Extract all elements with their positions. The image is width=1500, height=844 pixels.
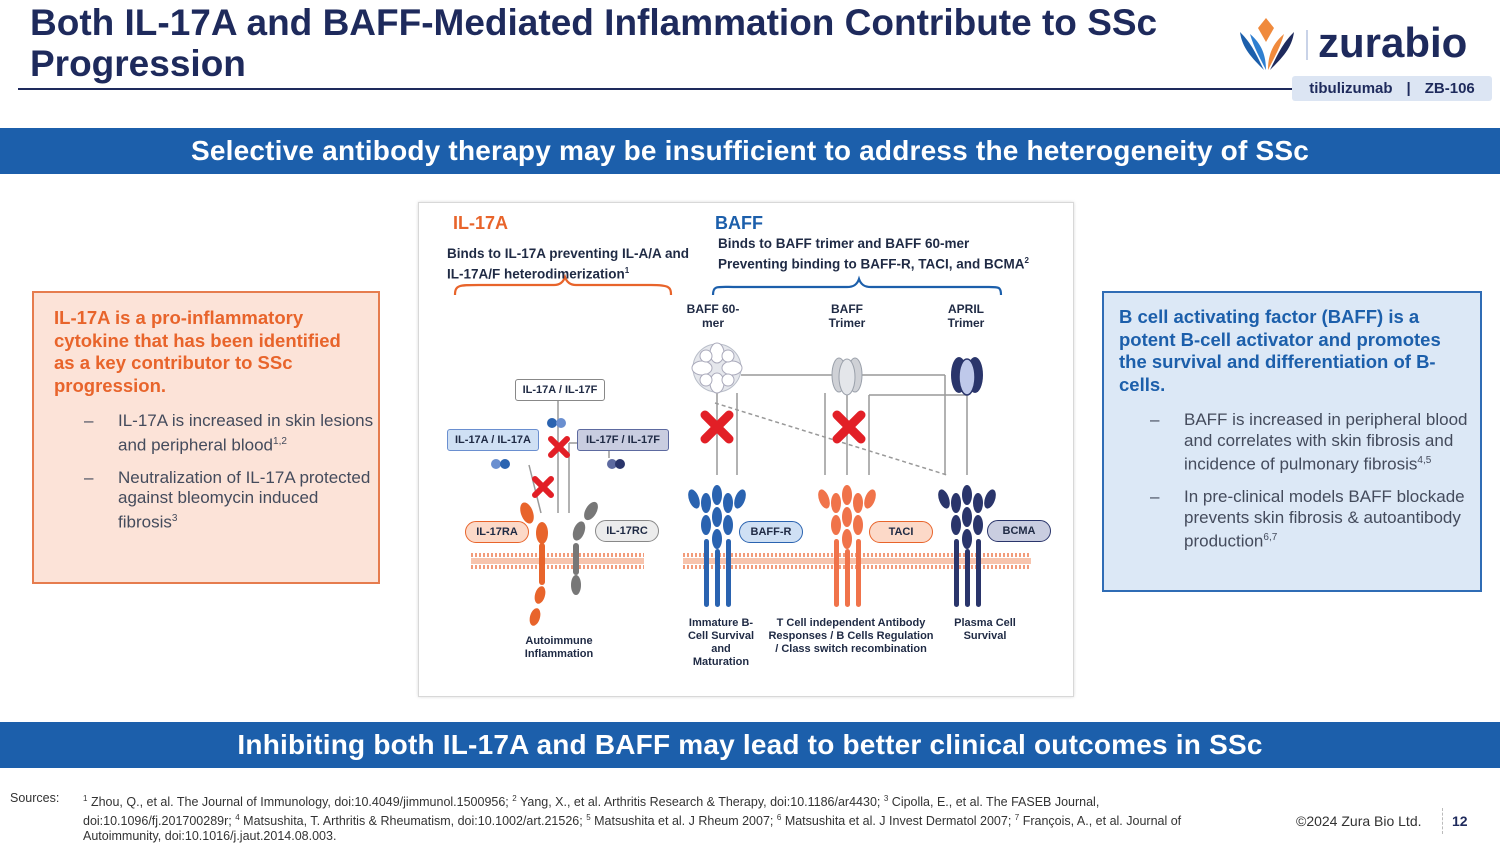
- taci-label: TACI: [869, 521, 933, 543]
- sources-label: Sources:: [10, 791, 60, 805]
- page-title: Both IL-17A and BAFF-Mediated Inflammati…: [30, 2, 1158, 84]
- list-item: –In pre-clinical models BAFF blockade pr…: [1150, 487, 1465, 551]
- il17f-il17f-label: IL-17F / IL-17F: [577, 429, 669, 451]
- baff-60mer-label: BAFF 60-mer: [686, 302, 740, 330]
- il17rc-label: IL-17RC: [595, 520, 659, 542]
- il17a-bullet-list: –IL-17A is increased in skin lesions and…: [54, 411, 374, 545]
- zurabio-logo-icon: [1240, 18, 1294, 70]
- baff-section-description: Binds to BAFF trimer and BAFF 60-mer Pre…: [718, 236, 1029, 272]
- taci-receptor: [818, 485, 876, 607]
- bcma-receptor: [938, 485, 996, 607]
- bcma-label: BCMA: [987, 520, 1051, 542]
- baff-panel-heading: B cell activating factor (BAFF) is a pot…: [1119, 306, 1441, 395]
- baff-trimer-label: BAFF Trimer: [828, 302, 866, 330]
- baff-brace: [711, 275, 1003, 296]
- block-x-icon: [700, 410, 734, 444]
- baff-arrows: [714, 374, 968, 476]
- il17ra-label: IL-17RA: [465, 521, 529, 543]
- il17-membrane: [471, 553, 644, 569]
- april-trimer-label: APRIL Trimer: [947, 302, 985, 330]
- list-item: –Neutralization of IL-17A protected agai…: [84, 467, 371, 532]
- il17a-panel-heading: IL-17A is a pro-inflammatory cytokine th…: [54, 307, 341, 396]
- product-badge: tibulizumab | ZB-106: [1292, 76, 1492, 101]
- product-code: ZB-106: [1424, 80, 1475, 97]
- il17rc-receptor: [571, 501, 598, 595]
- bcma-outcome-label: Plasma Cell Survival: [954, 617, 1016, 642]
- baff-section-title: BAFF: [715, 213, 763, 233]
- il17a-section-title: IL-17A: [453, 213, 509, 233]
- il17a-il17f-label: IL-17A / IL-17F: [515, 379, 605, 401]
- list-item: –BAFF is increased in peripheral blood a…: [1150, 410, 1468, 474]
- il17a-il17a-label: IL-17A / IL-17A: [447, 429, 539, 451]
- il17a-brace: [453, 273, 673, 296]
- il17a-section-description: Binds to IL-17A preventing IL-A/A and IL…: [447, 246, 690, 282]
- product-name: tibulizumab: [1309, 80, 1393, 97]
- bottom-banner: Inhibiting both IL-17A and BAFF may lead…: [0, 722, 1500, 768]
- top-banner: Selective antibody therapy may be insuff…: [0, 128, 1500, 174]
- baff-60mer-molecule: [691, 342, 743, 394]
- baffr-label: BAFF-R: [739, 521, 803, 543]
- baffr-outcome-label: Immature B-Cell Survival and Maturation: [687, 617, 755, 668]
- page-number-separator: [1442, 808, 1444, 834]
- page-number: 12: [1452, 813, 1468, 829]
- april-trimer-molecule: [951, 357, 983, 396]
- mechanism-diagram: IL-17A Binds to IL-17A preventing IL-A/A…: [418, 202, 1074, 697]
- baff-info-panel: B cell activating factor (BAFF) is a pot…: [1102, 291, 1482, 592]
- logo-separator: [1306, 30, 1308, 60]
- il17a-info-panel: IL-17A is a pro-inflammatory cytokine th…: [32, 291, 380, 584]
- list-item: –IL-17A is increased in skin lesions and…: [84, 411, 374, 455]
- baff-trimer-molecule: [831, 357, 863, 396]
- block-x-icon: [532, 476, 554, 498]
- copyright-notice: ©2024 Zura Bio Ltd.: [1296, 813, 1422, 829]
- block-x-icon: [548, 436, 570, 458]
- mechanism-diagram-graphics: [453, 273, 1031, 626]
- baff-bullet-list: –BAFF is increased in peripheral blood a…: [1120, 410, 1470, 564]
- il17-dimer-molecules: [491, 418, 625, 469]
- sources-text: 1 Zhou, Q., et al. The Journal of Immuno…: [83, 794, 1182, 844]
- product-separator: |: [1406, 80, 1411, 97]
- logo-wordmark: zurabio: [1318, 19, 1468, 66]
- baffr-receptor: [688, 485, 746, 607]
- il17ra-receptor: [520, 502, 548, 626]
- taci-outcome-label: T Cell independent Antibody Responses / …: [768, 617, 934, 655]
- il17-outcome-label: Autoimmune Inflammation: [524, 635, 594, 660]
- block-x-icon: [832, 410, 866, 444]
- title-underline: [18, 88, 1293, 90]
